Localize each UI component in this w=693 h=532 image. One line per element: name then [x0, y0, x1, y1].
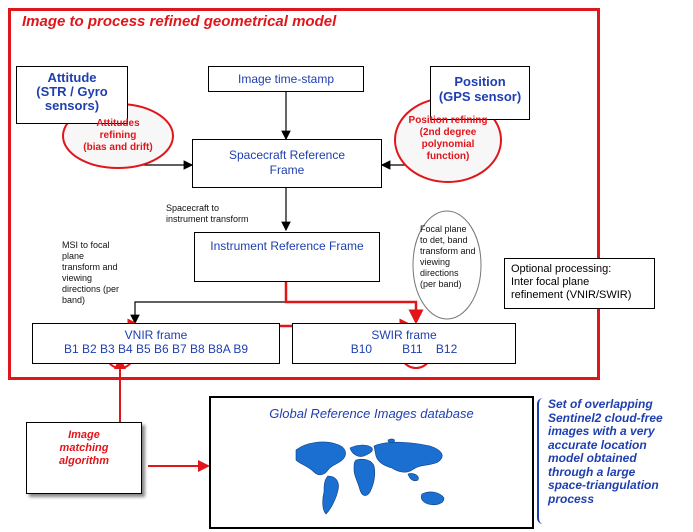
focal-to-det-label: Focal plane to det, band transform and v… [420, 224, 476, 289]
swir-band-b10: B10 [350, 342, 373, 356]
swir-bands: B10 B11 B12 [293, 342, 515, 356]
overlap-description: Set of overlapping Sentinel2 cloud-free … [548, 397, 663, 506]
msi-to-focal-label: MSI to focal plane transform and viewing… [62, 240, 120, 305]
vnir-frame-box: VNIR frame B1 B2 B3 B4 B5 B6 B7 B8 B8A B… [32, 323, 280, 364]
frame-title: Image to process refined geometrical mod… [22, 13, 337, 30]
swir-band-b12: B12 [435, 342, 458, 356]
swir-frame-box: SWIR frame B10 B11 B12 [292, 323, 516, 364]
vnir-frame-title: VNIR frame [124, 328, 188, 342]
timestamp-box: Image time-stamp [208, 66, 364, 92]
optional-processing-box: Optional processing: Inter focal plane r… [504, 258, 655, 309]
brace [537, 398, 545, 524]
global-reference-box: Global Reference Images database [209, 396, 534, 529]
vnir-bands: B1 B2 B3 B4 B5 B6 B7 B8 B8A B9 [63, 342, 249, 356]
image-matching-box: Image matching algorithm [26, 422, 142, 494]
attitudes-refining-label: Attitudes refining (bias and drift) [83, 118, 153, 153]
edge-instrument-vnir [130, 282, 287, 325]
instrument-frame-box: Instrument Reference Frame [194, 232, 380, 282]
world-map-icon [295, 438, 445, 515]
position-box: Position (GPS sensor) [430, 66, 530, 120]
swir-frame-title: SWIR frame [371, 328, 437, 342]
sc-to-instrument-label: Spacecraft to instrument transform [166, 203, 249, 224]
global-reference-title: Global Reference Images database [269, 406, 474, 421]
main-frame [8, 8, 600, 380]
spacecraft-frame-box: Spacecraft Reference Frame [192, 139, 382, 188]
edge-instrument-swir [284, 282, 424, 325]
position-refining-label: Position refining (2nd degree polynomial… [408, 115, 488, 162]
focal-plane-ellipse [412, 210, 482, 320]
swir-band-b11: B11 [402, 342, 423, 356]
attitude-box: Attitude (STR / Gyro sensors) [16, 66, 128, 124]
